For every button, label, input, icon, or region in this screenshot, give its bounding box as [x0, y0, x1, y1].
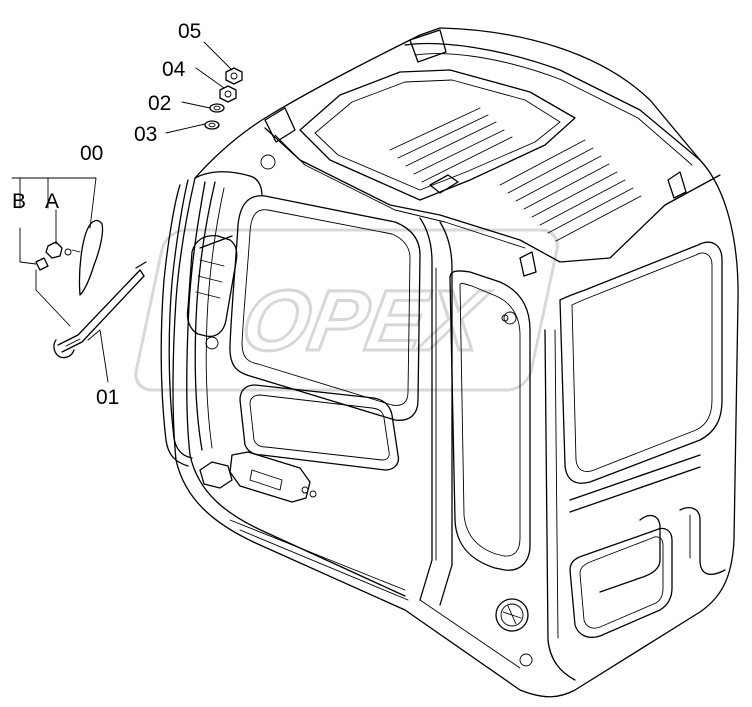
part-00-wiper-blade — [78, 219, 104, 296]
callout-05: 05 — [178, 20, 201, 43]
cab-body — [160, 27, 739, 698]
part-a-fitting — [45, 241, 72, 259]
callout-00: 00 — [80, 142, 103, 165]
exploded-parts — [11, 41, 243, 383]
opex-watermark: OPEX — [134, 228, 559, 392]
callout-01: 01 — [96, 386, 119, 409]
part-03-washer — [204, 120, 220, 130]
callout-02: 02 — [148, 92, 171, 115]
callout-labels: 05 04 02 03 00 A B 01 — [12, 20, 201, 409]
callout-a: A — [45, 190, 59, 213]
part-02-washer — [209, 103, 225, 113]
part-05-cap-nut — [225, 67, 243, 85]
svg-text:OPEX: OPEX — [235, 274, 496, 369]
part-01-wiper-arm — [53, 261, 147, 359]
callout-03: 03 — [134, 123, 157, 146]
part-04-nut — [219, 85, 237, 103]
part-b-fitting — [35, 257, 49, 271]
callout-b: B — [12, 190, 26, 213]
callout-04: 04 — [162, 58, 186, 81]
